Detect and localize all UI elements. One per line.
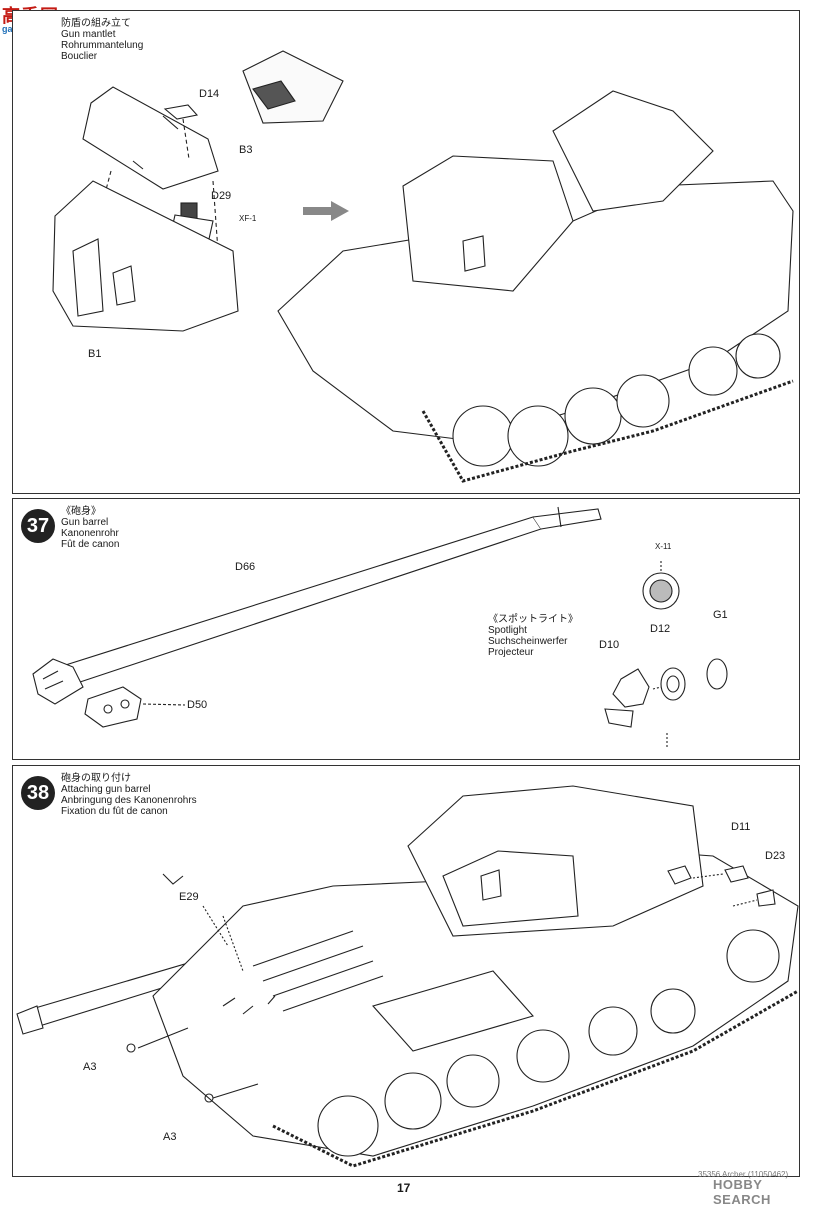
step-37-title-en: Gun barrel xyxy=(61,517,109,528)
part-label-d12: D12 xyxy=(650,623,671,635)
part-label-a3-bottom: A3 xyxy=(163,1131,177,1143)
step-37-number: 37 xyxy=(21,509,55,543)
manual-code: 35356 Archer (11050462) xyxy=(698,1170,789,1179)
hobby-search-logo: HOBBY SEARCH xyxy=(713,1177,771,1207)
part-label-b3: B3 xyxy=(239,144,253,156)
part-label-d11: D11 xyxy=(731,821,751,833)
part-label-d29: D29 xyxy=(211,190,232,202)
spotlight-title-de: Suchscheinwerfer xyxy=(488,636,568,647)
part-label-d66: D66 xyxy=(235,561,256,573)
paint-code-x11: X-11 xyxy=(655,542,672,551)
part-label-b1: B1 xyxy=(88,348,102,360)
step-36-panel: 防盾の組み立て Gun mantlet Rohrummantelung Bouc… xyxy=(12,10,800,494)
step-37-title-fr: Fût de canon xyxy=(61,539,120,550)
part-label-e29: E29 xyxy=(179,891,199,903)
step-38-illustration xyxy=(16,785,799,1168)
step-37-titles: 《砲身》 Gun barrel Kanonenrohr Fût de canon xyxy=(61,506,119,550)
step-36-title-jp: 防盾の組み立て xyxy=(61,18,131,29)
spotlight-title-fr: Projecteur xyxy=(488,647,534,658)
part-label-d23: D23 xyxy=(765,850,786,862)
paint-code-xf1: XF-1 xyxy=(239,214,257,223)
step-38-title-de: Anbringung des Kanonenrohrs xyxy=(61,795,197,806)
step-38-title-en: Attaching gun barrel xyxy=(61,784,151,795)
spotlight-titles: 《スポットライト》 Spotlight Suchscheinwerfer Pro… xyxy=(488,614,578,658)
step-37-title-de: Kanonenrohr xyxy=(61,528,119,539)
part-label-a3-top: A3 xyxy=(83,1061,97,1073)
step-37-illustration xyxy=(32,506,728,749)
step-38-title-jp: 砲身の取り付け xyxy=(61,773,131,784)
page-number: 17 xyxy=(397,1181,411,1195)
part-label-d14: D14 xyxy=(199,88,220,100)
part-label-g1: G1 xyxy=(713,609,728,621)
step-36-title-fr: Bouclier xyxy=(61,51,98,62)
part-label-d50: D50 xyxy=(187,699,208,711)
spotlight-title-jp: 《スポットライト》 xyxy=(488,614,578,625)
step-36-titles: 防盾の組み立て Gun mantlet Rohrummantelung Bouc… xyxy=(61,18,143,62)
part-label-d10: D10 xyxy=(599,639,620,651)
step-36-title-en: Gun mantlet xyxy=(61,29,116,40)
step-36-title-de: Rohrummantelung xyxy=(61,40,144,51)
spotlight-title-en: Spotlight xyxy=(488,625,527,636)
step-38-titles: 砲身の取り付け Attaching gun barrel Anbringung … xyxy=(61,773,197,817)
step-38-number: 38 xyxy=(21,776,55,810)
step-38-panel: 38 砲身の取り付け Attaching gun barrel Anbringu… xyxy=(12,765,800,1177)
step-37-panel: 37 《砲身》 Gun barrel Kanonenrohr Fût de ca… xyxy=(12,498,800,760)
step-36-illustration xyxy=(52,50,794,483)
step-38-title-fr: Fixation du fût de canon xyxy=(61,806,168,817)
step-37-title-jp: 《砲身》 xyxy=(61,506,101,517)
